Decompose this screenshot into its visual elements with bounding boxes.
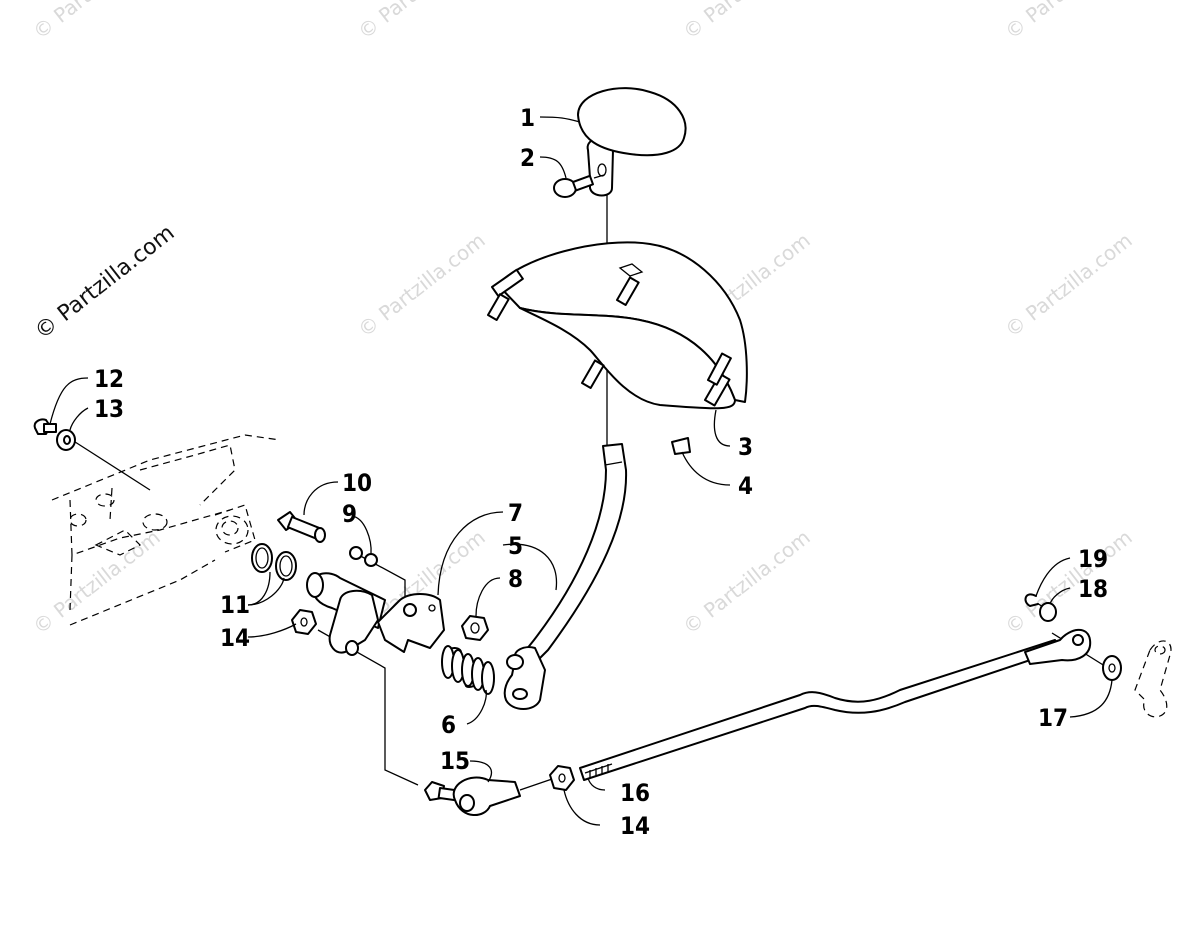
ball-joint <box>424 776 521 816</box>
hex-nut-left <box>291 609 317 635</box>
callout-5: 5 <box>508 532 523 560</box>
washer-17 <box>1102 655 1122 681</box>
callout-2: 2 <box>520 144 535 172</box>
watermark-faint: © Partzilla.com <box>353 228 489 342</box>
spring <box>441 645 495 695</box>
callout-6: 6 <box>441 711 456 739</box>
knob-screw <box>553 174 605 198</box>
cap-screw <box>33 418 57 435</box>
watermark-main: © Partzilla.com <box>30 221 179 345</box>
shoulder-bolt <box>277 511 326 543</box>
callout-11: 11 <box>220 591 250 619</box>
callout-8: 8 <box>508 565 523 593</box>
watermark-faint: © Partzilla.com <box>1000 228 1136 342</box>
callout-18: 18 <box>1078 575 1108 603</box>
shift-lever <box>503 443 628 710</box>
callout-1: 1 <box>520 104 535 132</box>
frame-bracket <box>51 434 281 626</box>
callout-7: 7 <box>508 499 523 527</box>
shift-knob <box>577 87 687 197</box>
callout-13: 13 <box>94 395 124 423</box>
shift-rod <box>579 628 1092 781</box>
flat-washer <box>56 429 76 451</box>
shifter-gate <box>487 241 748 410</box>
callout-10: 10 <box>342 469 372 497</box>
lock-nut <box>461 615 489 641</box>
pivot-shaft <box>306 572 386 656</box>
watermark-faint: © Partzilla.com <box>1000 0 1136 44</box>
callout-12: 12 <box>94 365 124 393</box>
bracket <box>377 593 445 653</box>
o-ring <box>251 543 297 581</box>
shift-arm <box>1134 640 1172 718</box>
callout-9: 9 <box>342 500 357 528</box>
washer-18 <box>1039 602 1057 622</box>
callout-17: 17 <box>1038 704 1068 732</box>
hex-nut-right <box>549 765 575 791</box>
clip <box>707 352 732 386</box>
e-clip <box>1024 593 1039 607</box>
callout-3: 3 <box>738 433 753 461</box>
callout-19: 19 <box>1078 545 1108 573</box>
watermark-faint: © Partzilla.com <box>678 0 814 44</box>
watermark-faint: © Partzilla.com <box>28 525 164 639</box>
retainer <box>671 437 691 455</box>
watermark-faint: © Partzilla.com <box>678 525 814 639</box>
watermark-faint: © Partzilla.com <box>353 0 489 44</box>
callout-15: 15 <box>440 747 470 775</box>
callout-14: 14 <box>620 812 650 840</box>
washer-9 <box>349 546 378 567</box>
callout-16: 16 <box>620 779 650 807</box>
callout-14: 14 <box>220 624 250 652</box>
leader-lines <box>49 116 1113 826</box>
callouts: 1 2 3 4 5 6 7 8 9 10 11 12 13 14 15 16 1… <box>94 104 1108 840</box>
watermark-faint: © Partzilla.com <box>1000 525 1136 639</box>
watermark-faint: © Partzilla.com <box>28 0 164 44</box>
callout-4: 4 <box>738 472 753 500</box>
